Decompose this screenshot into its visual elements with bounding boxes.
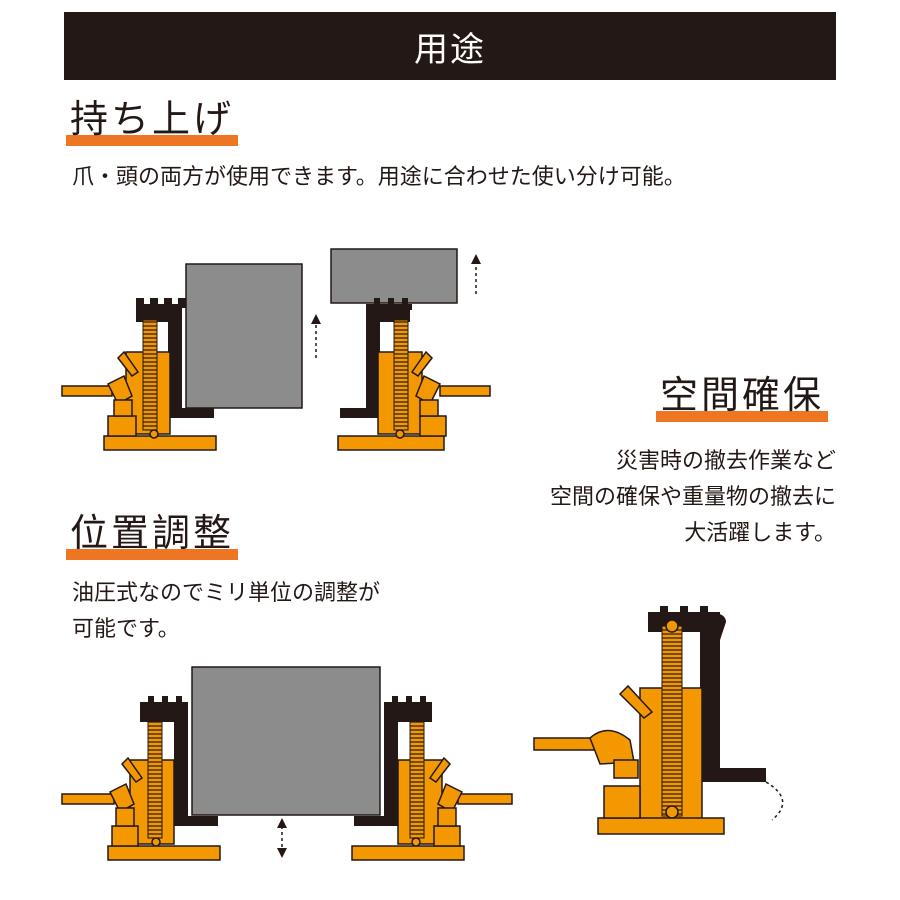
jack-spring — [393, 319, 409, 431]
jack-head — [366, 298, 412, 310]
space-securing-illustration — [533, 606, 784, 835]
position-description: 油圧式なのでミリ単位の調整が 可能です。 — [72, 576, 380, 648]
position-adjust-illustration — [61, 666, 513, 861]
banner: 用途 — [64, 12, 836, 80]
jack-base — [107, 845, 221, 861]
space-line-3: 大活躍します。 — [684, 521, 836, 546]
jack-head — [384, 696, 432, 708]
load-block — [191, 666, 381, 816]
jack-spring — [147, 721, 163, 839]
space-heading: 空間確保 — [656, 373, 829, 422]
position-line-2: 可能です。 — [72, 617, 180, 642]
jack-release-lever — [410, 350, 433, 378]
arrow-up-icon — [311, 314, 321, 358]
jack-claw-body — [140, 708, 218, 826]
jack-spring — [409, 721, 425, 839]
jack-base — [337, 435, 445, 451]
banner-title: 用途 — [414, 29, 486, 70]
jack-spring — [142, 319, 158, 431]
jack-claw-body — [354, 708, 432, 826]
jack-pump-handle — [61, 385, 113, 397]
jack-base — [103, 435, 217, 451]
jack-pump-handle — [439, 385, 491, 397]
jack-pump-handle — [457, 793, 513, 805]
jack-release-lever — [117, 350, 140, 378]
jack-head — [140, 696, 188, 708]
lift-claw-illustration — [61, 263, 321, 451]
jack-head — [136, 298, 186, 308]
jack-pump-handle — [533, 737, 597, 751]
jack-release-lever — [618, 684, 654, 719]
jack-head — [648, 606, 720, 622]
jack-claw-body — [136, 306, 214, 418]
space-description: 災害時の撤去作業など 空間の確保や重量物の撤去に 大活躍します。 — [550, 444, 836, 552]
jack-pump-handle — [61, 793, 115, 805]
position-heading-text: 位置調整 — [70, 511, 235, 555]
lift-heading: 持ち上げ — [66, 97, 239, 146]
space-line-2: 空間の確保や重量物の撤去に — [549, 485, 836, 510]
lift-head-illustration — [330, 248, 491, 451]
position-heading: 位置調整 — [66, 511, 239, 560]
jack-claw-body — [340, 306, 410, 418]
jack-release-lever — [121, 756, 144, 784]
rotate-arrow-icon — [765, 781, 784, 821]
arrow-up-icon — [471, 254, 481, 294]
position-line-1: 油圧式なのでミリ単位の調整が — [72, 581, 381, 606]
arrow-up-down-icon — [277, 818, 287, 858]
lift-description: 爪・頭の両方が使用できます。用途に合わせた使い分け可能。 — [72, 160, 686, 196]
jack-spring — [661, 625, 683, 817]
space-line-1: 災害時の撤去作業など — [615, 449, 836, 474]
lift-heading-text: 持ち上げ — [70, 97, 235, 141]
jack-release-lever — [428, 756, 451, 784]
jack-claw-body — [648, 614, 766, 782]
load-block — [185, 263, 303, 409]
lift-description-text: 爪・頭の両方が使用できます。用途に合わせた使い分け可能。 — [72, 165, 686, 190]
space-heading-text: 空間確保 — [660, 373, 825, 417]
jack-base — [351, 845, 465, 861]
jack-base — [597, 817, 725, 835]
load-block — [330, 248, 458, 304]
